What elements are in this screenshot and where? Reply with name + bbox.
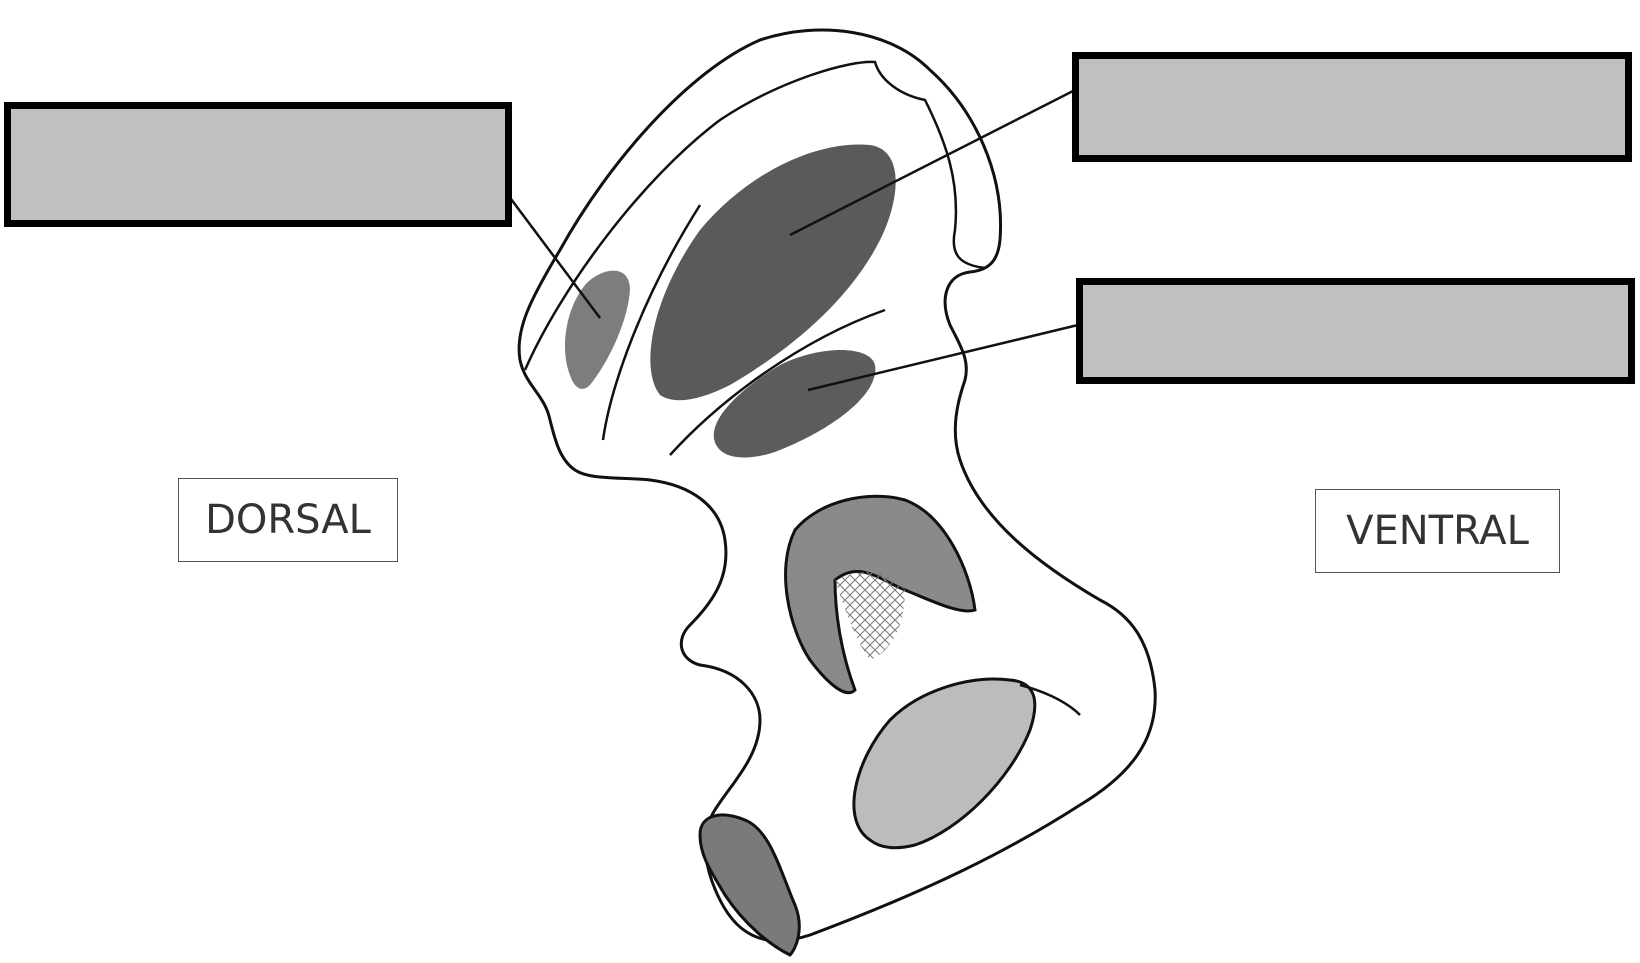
- small-dark-area: [565, 270, 630, 389]
- lower-dark-area: [713, 350, 876, 458]
- answer-box-top-right[interactable]: [1072, 52, 1632, 162]
- answer-box-left[interactable]: [4, 102, 512, 227]
- obturator-tail: [1019, 683, 1081, 716]
- answer-box-mid-right[interactable]: [1076, 278, 1635, 384]
- posterior-gluteal-line: [601, 204, 702, 441]
- leader-line-left: [506, 194, 602, 319]
- leader-line-mid-right: [807, 323, 1079, 392]
- inferior-gluteal-line: [669, 308, 886, 456]
- ventral-label: VENTRAL: [1315, 489, 1560, 573]
- dorsal-label: DORSAL: [178, 478, 398, 562]
- large-dark-area: [650, 144, 896, 401]
- ischial-tuberosity: [698, 813, 801, 957]
- leader-line-top-right: [789, 88, 1076, 237]
- iliac-crest-line: [523, 60, 986, 371]
- acetabular-fossa: [835, 571, 905, 660]
